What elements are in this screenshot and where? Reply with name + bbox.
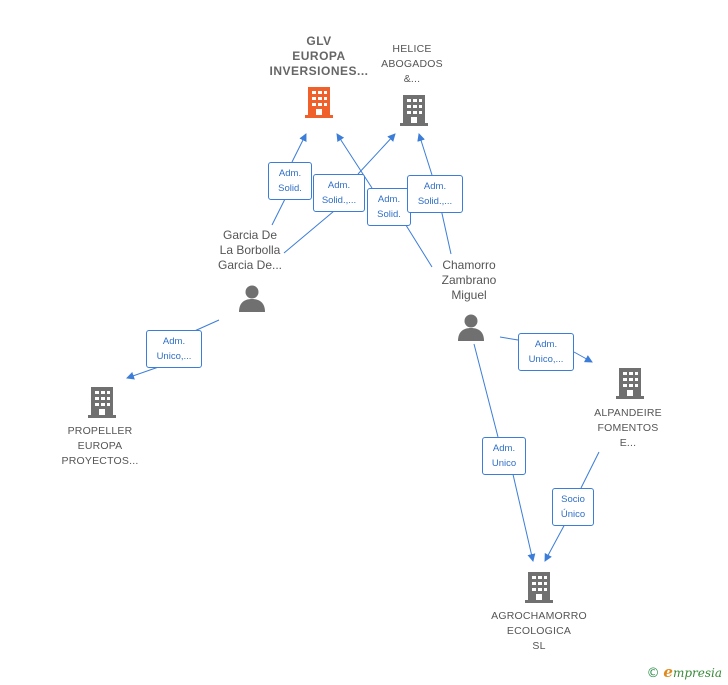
chamorro-label[interactable]: Chamorro Zambrano Miguel [414, 258, 524, 303]
garcia-label-line-3: Garcia De... [217, 258, 283, 272]
edge-chamorro-agrochamorro [473, 343, 533, 561]
propeller-label[interactable]: PROPELLER EUROPA PROYECTOS... [40, 424, 160, 469]
alpandeire-label-line-3: E... [619, 437, 637, 449]
garcia-person-icon[interactable] [237, 284, 267, 317]
glv-label-line-2: EUROPA [292, 49, 346, 63]
edge-chamorro-alpandeire [499, 336, 592, 362]
propeller-building-icon[interactable] [86, 385, 118, 424]
agrochamorro-building-icon[interactable] [523, 570, 555, 609]
edge-label-line-1: Adm. [534, 339, 558, 350]
garcia-label-line-1: Garcia De [222, 228, 278, 242]
edge-label-line-2: Único [560, 509, 586, 520]
edge-label-line-2: Solid.,... [417, 196, 453, 207]
propeller-label-line-2: EUROPA [77, 440, 123, 452]
garcia-label[interactable]: Garcia De La Borbolla Garcia De... [195, 228, 305, 273]
edge-label-garcia-propeller[interactable]: Adm. Unico,... [146, 330, 202, 368]
glv-label[interactable]: GLV EUROPA INVERSIONES... [250, 34, 388, 79]
empresia-watermark: © empresia [647, 663, 722, 681]
alpandeire-label[interactable]: ALPANDEIRE FOMENTOS E... [570, 406, 686, 451]
edge-label-line-1: Adm. [327, 180, 351, 191]
garcia-label-line-2: La Borbolla [219, 243, 281, 257]
edge-label-line-1: Adm. [162, 336, 186, 347]
alpandeire-building-icon[interactable] [614, 366, 646, 405]
glv-label-line-1: GLV [306, 34, 332, 48]
brand-name: mpresia [672, 666, 722, 680]
edge-label-line-2: Solid.,... [321, 195, 357, 206]
edge-label-line-2: Unico [491, 458, 517, 469]
chamorro-label-line-2: Zambrano [441, 273, 497, 287]
agrochamorro-label-line-1: AGROCHAMORRO [491, 610, 587, 622]
edge-label-line-2: Solid. [278, 183, 302, 194]
helice-label-line-1: HELICE [392, 43, 432, 55]
edge-chamorro-helice [419, 134, 452, 255]
chamorro-label-line-1: Chamorro [442, 258, 496, 272]
chamorro-person-icon[interactable] [456, 313, 486, 346]
edge-label-garcia-glv[interactable]: Adm. Solid. [268, 162, 312, 200]
edge-label-alpandeire-agrochamorro[interactable]: Socio Único [552, 488, 594, 526]
brand-initial: e [663, 663, 673, 681]
edge-label-line-1: Adm. [423, 181, 447, 192]
helice-building-icon[interactable] [398, 93, 430, 132]
edge-alpandeire-agrochamorro [545, 451, 600, 561]
edge-label-line-1: Adm. [492, 443, 516, 454]
glv-building-icon[interactable] [303, 85, 335, 124]
edge-garcia-helice [283, 134, 395, 254]
edge-label-chamorro-alpandeire[interactable]: Adm. Unico,... [518, 333, 574, 371]
propeller-label-line-1: PROPELLER [67, 425, 133, 437]
edge-label-chamorro-glv[interactable]: Adm. Solid. [367, 188, 411, 226]
edge-garcia-glv [271, 134, 306, 226]
copyright-symbol: © [646, 666, 660, 681]
edge-label-line-2: Solid. [377, 209, 401, 220]
edge-label-line-1: Adm. [278, 168, 302, 179]
edge-label-chamorro-agrochamorro[interactable]: Adm. Unico [482, 437, 526, 475]
agrochamorro-label-line-2: ECOLOGICA [506, 625, 572, 637]
alpandeire-label-line-2: FOMENTOS [597, 422, 659, 434]
agrochamorro-label[interactable]: AGROCHAMORRO ECOLOGICA SL [474, 609, 604, 654]
alpandeire-label-line-1: ALPANDEIRE [594, 407, 662, 419]
helice-label-line-2: ABOGADOS [381, 58, 443, 70]
edge-label-line-1: Adm. [377, 194, 401, 205]
helice-label[interactable]: HELICE ABOGADOS &... [362, 42, 462, 87]
agrochamorro-label-line-3: SL [532, 640, 546, 652]
edge-chamorro-glv [337, 134, 433, 268]
edge-label-chamorro-helice[interactable]: Adm. Solid.,... [407, 175, 463, 213]
edge-label-garcia-helice[interactable]: Adm. Solid.,... [313, 174, 365, 212]
glv-label-line-3: INVERSIONES... [269, 64, 369, 78]
chamorro-label-line-3: Miguel [451, 288, 487, 302]
edge-label-line-2: Unico,... [156, 351, 192, 362]
helice-label-line-3: &... [403, 73, 421, 85]
propeller-label-line-3: PROYECTOS... [61, 455, 139, 467]
edge-label-line-2: Unico,... [528, 354, 564, 365]
edge-label-line-1: Socio [561, 494, 585, 505]
